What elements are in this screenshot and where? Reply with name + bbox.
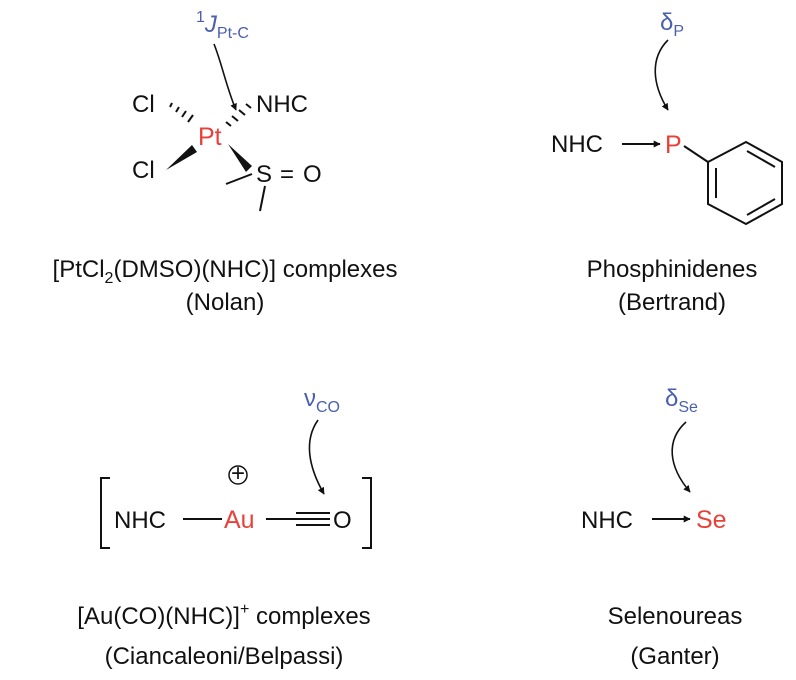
panel-platinum: 1JPt-C Cl Cl Pt NHC S = O: [53, 9, 398, 316]
caption-phosphinidene-author: (Bertrand): [618, 289, 726, 316]
triple-bond-co: [296, 512, 330, 526]
atom-se: Se: [696, 506, 727, 534]
caption-selenourea-author: (Ganter): [630, 643, 719, 670]
probe-arrow-pt: [213, 43, 237, 111]
probe-arrow-p: [654, 39, 669, 111]
panel-selenourea: δSe NHC Se Selenoureas (Ganter): [581, 385, 742, 670]
panel-phosphinidene: δP NHC P Phosphinidenes (Bertrand): [551, 9, 783, 316]
methyl-bond-left: [225, 173, 253, 185]
caption-selenourea: Selenoureas: [608, 603, 743, 630]
probe-arrow-se: [671, 421, 691, 493]
atom-cl-bottom: Cl: [132, 157, 155, 184]
caption-platinum: [PtCl2(DMSO)(NHC)] complexes: [53, 256, 398, 287]
caption-gold-author: (Ciancaleoni/Belpassi): [105, 643, 344, 670]
atom-s: S: [256, 161, 272, 188]
atom-au: Au: [224, 506, 255, 534]
wedge-bond-s: [228, 144, 252, 172]
caption-platinum-author: (Nolan): [186, 289, 265, 316]
atom-o-dmso: O: [303, 161, 322, 188]
charge-plus: +: [231, 460, 245, 487]
probe-label-delta-p: δP: [660, 9, 684, 40]
bracket-left: [100, 477, 110, 549]
hashed-bond-nhc: [225, 103, 252, 127]
bracket-right: [362, 477, 372, 549]
hashed-bond-cl-top: [169, 102, 194, 123]
atom-nhc-au: NHC: [114, 507, 166, 534]
atom-nhc-pt: NHC: [256, 91, 308, 118]
caption-gold: [Au(CO)(NHC)]+ complexes: [77, 601, 370, 630]
bond-p-phenyl: [683, 145, 709, 163]
wedge-bond-cl-bottom: [166, 145, 197, 170]
panel-gold: νCO + NHC Au O [Au(CO)(NHC)]+ complexes …: [77, 385, 372, 670]
atom-nhc-se: NHC: [581, 507, 633, 534]
atom-o-co: O: [333, 507, 352, 534]
probe-label-jptc: 1JPt-C: [196, 9, 249, 42]
probe-label-nu-co: νCO: [304, 385, 340, 416]
caption-phosphinidene: Phosphinidenes: [587, 256, 758, 283]
atom-cl-top: Cl: [132, 91, 155, 118]
phenyl-ring: [707, 140, 783, 226]
probe-arrow-co: [308, 419, 325, 495]
atom-nhc-p: NHC: [551, 131, 603, 158]
atom-p: P: [665, 131, 682, 159]
methyl-bond-down: [259, 185, 266, 212]
probe-label-delta-se: δSe: [665, 385, 698, 416]
charge-circle: [228, 465, 248, 485]
atom-eq: =: [280, 161, 294, 188]
atom-pt: Pt: [198, 123, 222, 151]
